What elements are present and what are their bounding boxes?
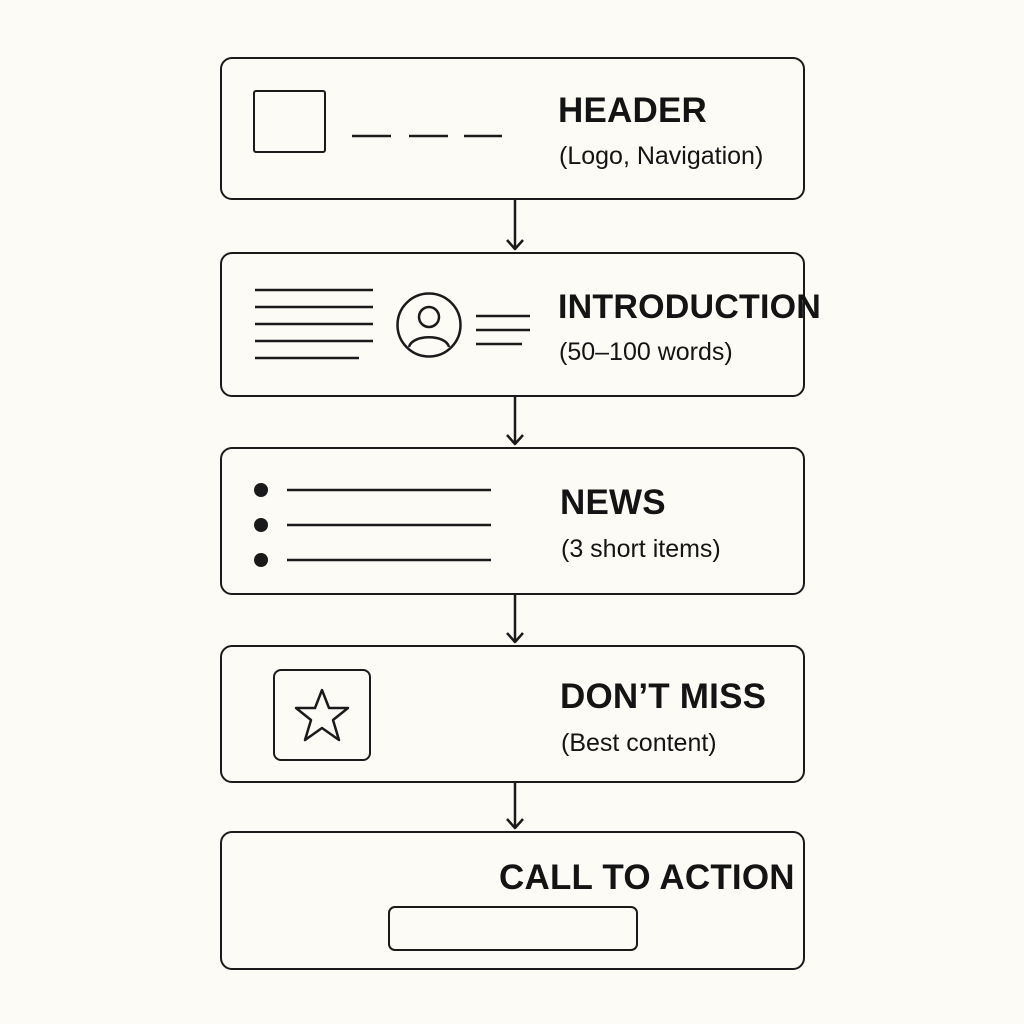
arrow-down-icon [506, 595, 524, 644]
news-section: NEWS (3 short items) [220, 447, 805, 595]
logo-placeholder-icon [253, 90, 326, 153]
dont-miss-subtitle: (Best content) [561, 729, 717, 757]
introduction-section: INTRODUCTION (50–100 words) [220, 252, 821, 397]
cta-button-placeholder[interactable] [388, 906, 638, 951]
featured-box [273, 669, 371, 761]
arrow-down-icon [506, 200, 524, 251]
header-subtitle: (Logo, Navigation) [559, 142, 764, 170]
bullet-list-icon [254, 483, 491, 567]
short-text-lines-icon [476, 314, 530, 346]
dont-miss-title: DON’T MISS [560, 677, 767, 716]
introduction-subtitle: (50–100 words) [559, 338, 733, 366]
text-lines-icon [255, 288, 373, 360]
dont-miss-section: DON’T MISS (Best content) [220, 645, 805, 783]
news-subtitle: (3 short items) [561, 535, 721, 563]
introduction-title: INTRODUCTION [558, 288, 822, 326]
call-to-action-section: CALL TO ACTION [220, 831, 805, 970]
arrow-down-icon [506, 397, 524, 446]
call-to-action-title: CALL TO ACTION [499, 858, 795, 897]
arrow-down-icon [506, 783, 524, 830]
header-section: HEADER (Logo, Navigation) [220, 57, 805, 200]
user-avatar-icon [396, 292, 462, 358]
star-icon [294, 688, 350, 742]
news-title: NEWS [560, 483, 666, 522]
navigation-dashes-icon [352, 134, 502, 138]
header-title: HEADER [558, 91, 707, 130]
